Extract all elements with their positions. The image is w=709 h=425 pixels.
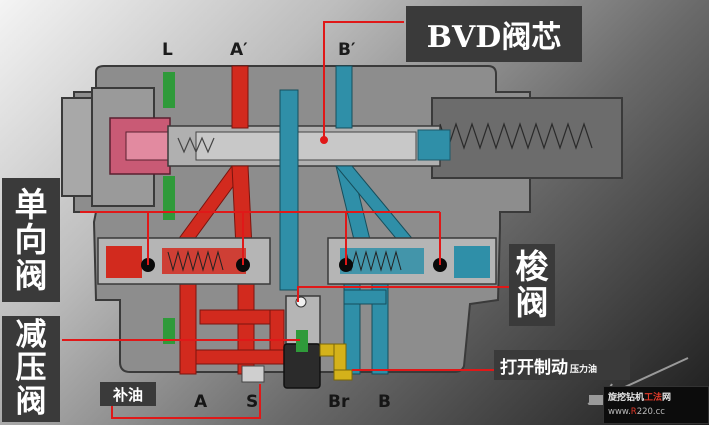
drain-line-bottom bbox=[163, 318, 175, 344]
red-pressure-passages bbox=[171, 65, 287, 375]
makeup-oil-callout: 补油 bbox=[100, 382, 156, 406]
make-up-port-S bbox=[241, 365, 265, 383]
brake-open-subtext: 压力油 bbox=[570, 364, 598, 375]
check-springs bbox=[167, 250, 402, 272]
callout-lines bbox=[62, 21, 509, 419]
shuttle-valve-char-1: 梭 bbox=[515, 247, 549, 287]
shuttle-callout-line bbox=[297, 286, 509, 302]
bvd-spool-callout: BVD阀芯 bbox=[406, 6, 582, 62]
port-B-prime-label: B′ bbox=[338, 40, 356, 60]
check-valve-char-3: 阀 bbox=[14, 255, 48, 295]
left-check-spring-red bbox=[106, 246, 142, 278]
right-end-cap bbox=[431, 97, 623, 179]
check-valve-callout: 单 向 阀 bbox=[2, 178, 60, 302]
watermark-title: 旋挖钻机工法网 bbox=[608, 393, 672, 403]
watermark-url: www.R220.cc bbox=[608, 407, 665, 417]
left-spool-spring bbox=[177, 136, 215, 154]
shuttle-valve-callout: 梭 阀 bbox=[509, 244, 555, 326]
reducing-valve-char-3: 阀 bbox=[15, 383, 47, 420]
port-S-label: S bbox=[246, 392, 259, 412]
makeup-oil-text: 补油 bbox=[112, 385, 143, 404]
reducing-valve-callout: 减 压 阀 bbox=[2, 316, 60, 422]
shuttle-valve-char-2: 阀 bbox=[515, 283, 549, 322]
port-Br-label: Br bbox=[328, 392, 350, 412]
port-A-label: A bbox=[194, 392, 208, 412]
bvd-callout-line bbox=[323, 21, 404, 140]
drain-line-L bbox=[163, 72, 175, 108]
reducing-valve-char-2: 压 bbox=[15, 350, 47, 387]
check-valve-char-2: 向 bbox=[14, 220, 48, 260]
makeup-callout-line bbox=[111, 384, 261, 419]
port-A-prime-label: A′ bbox=[230, 40, 248, 60]
right-check-spring-blue bbox=[454, 246, 490, 278]
brake-open-callout: 打开制动 压力油 bbox=[494, 350, 630, 380]
right-spool-stop bbox=[417, 129, 451, 161]
brake-pressure-line bbox=[319, 343, 353, 381]
check-valve-char-1: 单 bbox=[14, 184, 48, 224]
bvd-spool bbox=[195, 131, 417, 161]
bvd-spool-text: BVD阀芯 bbox=[426, 20, 562, 55]
reducing-valve-char-1: 减 bbox=[15, 316, 47, 353]
drain-line-L-lower bbox=[163, 176, 175, 220]
port-L-label: L bbox=[162, 40, 173, 60]
reducing-valve-stem bbox=[296, 330, 308, 352]
port-B-label: B bbox=[378, 392, 391, 412]
brake-open-text: 打开制动 bbox=[500, 357, 568, 378]
right-spool-spring bbox=[439, 122, 593, 150]
watermark: 旋挖钻机工法网 www.R220.cc bbox=[603, 386, 709, 424]
